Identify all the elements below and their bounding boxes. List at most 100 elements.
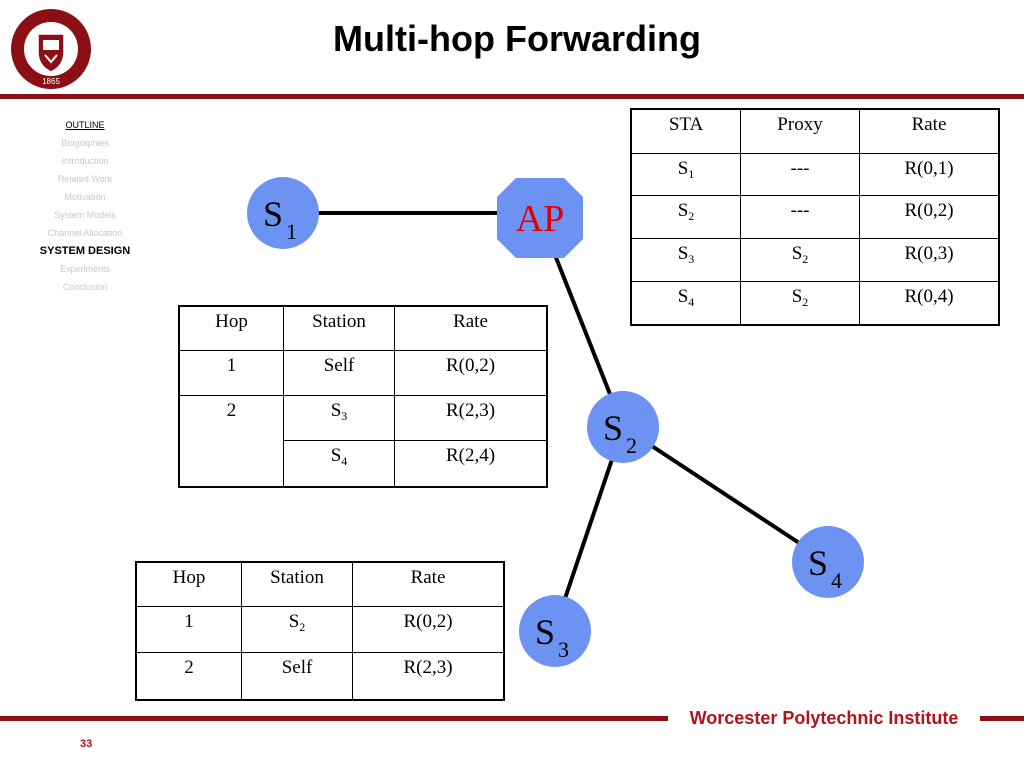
table-header-row: Hop Station Rate: [179, 306, 547, 351]
node-s1[interactable]: S 1: [247, 177, 319, 249]
station-base: Self: [281, 657, 313, 679]
hop-cell: 2: [136, 652, 242, 700]
column-header: STA: [631, 109, 741, 154]
rate-cell: R(0,3): [859, 238, 999, 282]
sta-base: S: [677, 157, 689, 179]
hop-cell: 2: [179, 394, 284, 441]
sta-sub: 3: [688, 252, 695, 267]
hop-cell: 1: [136, 605, 242, 654]
node-s2-base: S: [603, 408, 623, 448]
rate-cell: R(0,2): [859, 195, 999, 240]
rate-cell: R(0,4): [859, 280, 999, 325]
proxy-cell: ---: [740, 152, 860, 197]
sta-base: S: [677, 243, 689, 265]
outline-item-motivation[interactable]: Motivation: [64, 192, 106, 202]
station-base: Self: [323, 354, 355, 376]
sta-proxy-table: STA Proxy Rate S1 --- R(0,1) S2 --- R(0,…: [630, 108, 1000, 326]
column-header: Hop: [136, 562, 242, 607]
column-header: Proxy: [740, 109, 860, 154]
column-header: Rate: [394, 306, 547, 351]
station-sub: 4: [341, 454, 348, 469]
outline-item-experiments[interactable]: Experiments: [59, 264, 111, 274]
node-s1-sub: 1: [286, 219, 297, 244]
node-s3-base: S: [535, 612, 555, 652]
station-base: S: [330, 445, 342, 467]
outline-header[interactable]: OUTLINE: [65, 120, 105, 130]
node-s1-base: S: [263, 194, 283, 234]
sta-cell: S3: [631, 238, 741, 282]
column-header: Station: [241, 562, 353, 607]
sta-base: S: [677, 200, 689, 222]
rate-cell: R(2,3): [394, 394, 547, 442]
seal-year: 1865: [42, 77, 60, 86]
proxy-sub: 2: [802, 252, 809, 267]
sta-cell: S1: [631, 152, 741, 197]
sta-cell: S2: [631, 195, 741, 240]
table-row: S2 --- R(0,2): [631, 195, 999, 240]
station-base: S: [330, 399, 342, 421]
footer-institution: Worcester Polytechnic Institute: [689, 708, 959, 728]
outline-item-introduction[interactable]: Introduction: [61, 156, 109, 166]
rate-cell: R(0,1): [859, 152, 999, 197]
column-header: Rate: [352, 562, 504, 607]
table-row: S4 R(2,4): [179, 440, 547, 487]
sta-sub: 4: [688, 294, 695, 309]
node-s3-sub: 3: [558, 637, 569, 662]
outline-item-related-work[interactable]: Related Work: [57, 174, 113, 184]
table-row: S1 --- R(0,1): [631, 152, 999, 197]
hop-table-s2: Hop Station Rate 1 Self R(0,2) 2 S3 R(2,…: [178, 305, 548, 488]
wpi-seal-icon: 1865: [11, 9, 91, 89]
column-header: Rate: [859, 109, 999, 154]
footer-divider-left: [0, 716, 668, 721]
table-row: 1 Self R(0,2): [179, 349, 547, 396]
table-header-row: Hop Station Rate: [136, 562, 504, 607]
column-header: Station: [283, 306, 395, 351]
proxy-base: S: [791, 285, 803, 307]
station-sub: 3: [341, 408, 348, 423]
proxy-base: S: [791, 243, 803, 265]
node-s2[interactable]: S 2: [587, 391, 659, 463]
table-row: 2 S3 R(2,3): [179, 394, 547, 442]
proxy-cell: S2: [740, 238, 860, 282]
node-s3[interactable]: S 3: [519, 595, 591, 667]
proxy-sub: 2: [802, 294, 809, 309]
page-number: 33: [80, 738, 93, 750]
edge-s2-s4: [621, 425, 830, 564]
node-ap-label: AP: [516, 198, 565, 240]
node-s4-base: S: [808, 543, 828, 583]
hop-table-s3: Hop Station Rate 1 S2 R(0,2) 2 Self R(2,…: [135, 561, 505, 701]
station-cell: Self: [283, 349, 395, 396]
station-cell: S4: [283, 440, 395, 487]
outline-item-channel-allocation[interactable]: Channel Allocation: [47, 228, 123, 238]
table-row: 1 S2 R(0,2): [136, 605, 504, 654]
sta-cell: S4: [631, 280, 741, 325]
table-row: S3 S2 R(0,3): [631, 238, 999, 282]
node-s4-sub: 4: [831, 568, 842, 593]
rate-cell: R(2,4): [394, 440, 547, 487]
rate-cell: R(0,2): [352, 605, 504, 654]
sta-base: S: [677, 285, 689, 307]
node-s4[interactable]: S 4: [792, 526, 864, 598]
node-s2-sub: 2: [626, 433, 637, 458]
outline-item-system-models[interactable]: System Models: [54, 210, 116, 220]
hop-cell: 1: [179, 349, 284, 396]
proxy-cell: S2: [740, 280, 860, 325]
node-ap[interactable]: AP: [497, 178, 583, 258]
outline-item-conclusion[interactable]: Conclusion: [62, 282, 108, 292]
table-header-row: STA Proxy Rate: [631, 109, 999, 154]
outline-item-system-design[interactable]: SYSTEM DESIGN: [39, 245, 131, 257]
column-header: Hop: [179, 306, 284, 351]
station-cell: S2: [241, 605, 353, 654]
rate-cell: R(2,3): [352, 652, 504, 700]
station-base: S: [288, 610, 300, 632]
outline-item-biographies[interactable]: Biographies: [61, 138, 109, 148]
hop-cell: [179, 440, 284, 487]
proxy-base: ---: [790, 200, 810, 222]
proxy-base: ---: [790, 157, 810, 179]
station-cell: S3: [283, 394, 395, 442]
table-row: 2 Self R(2,3): [136, 652, 504, 700]
table-row: S4 S2 R(0,4): [631, 280, 999, 325]
page-title: Multi-hop Forwarding: [333, 18, 701, 59]
proxy-cell: ---: [740, 195, 860, 240]
